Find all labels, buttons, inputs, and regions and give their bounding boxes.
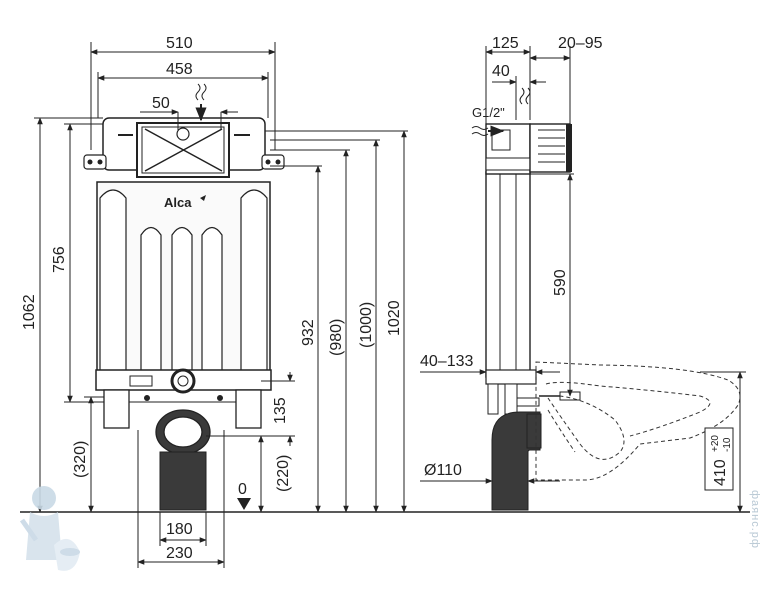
dim-756: 756	[51, 246, 68, 273]
dim-40-133: 40–133	[420, 353, 473, 370]
dim-20-95: 20–95	[558, 35, 603, 52]
dim-135: 135	[272, 397, 289, 424]
dim-50: 50	[152, 95, 170, 112]
dim-980: (980)	[328, 319, 345, 356]
left-leg	[103, 389, 130, 429]
right-lug	[261, 154, 285, 170]
dim-1000: (1000)	[358, 302, 375, 348]
dim-125: 125	[492, 35, 519, 52]
side-frame-post	[485, 171, 531, 378]
right-leg	[235, 389, 262, 429]
dim-410: 410	[712, 459, 729, 486]
dim-320: (320)	[72, 441, 89, 478]
dim-410-box	[704, 427, 734, 491]
dim-230: 230	[166, 545, 193, 562]
dim-220: (220)	[275, 455, 292, 492]
drain-pipe	[159, 451, 207, 511]
dim-d110: Ø110	[424, 462, 462, 479]
toilet-bowl-outline	[535, 361, 741, 481]
dim-590: 590	[552, 269, 569, 296]
dim-1062: 1062	[21, 294, 38, 330]
dim-410-tol-down: -10	[722, 437, 733, 452]
brand-label: Alca	[164, 195, 192, 210]
side-flush-box	[529, 123, 571, 173]
left-lug	[83, 154, 107, 170]
label-g12: G1/2"	[472, 105, 505, 120]
dim-410-tol-up: +20	[710, 435, 721, 452]
cistern-panel	[99, 189, 127, 373]
watermark-logo	[19, 486, 80, 571]
dim-932: 932	[300, 319, 317, 346]
front-view: Alca 510 458 50	[21, 35, 408, 568]
side-view: G1/2" 125 20–95 40 590	[420, 35, 746, 513]
floor-zero-label: 0	[238, 481, 247, 498]
floor-marker	[237, 498, 251, 510]
dim-458: 458	[166, 61, 193, 78]
dim-510: 510	[166, 35, 193, 52]
watermark-text: фаянс.рф	[749, 490, 761, 549]
dim-1020: 1020	[386, 300, 403, 336]
dim-180: 180	[166, 521, 193, 538]
dim-40: 40	[492, 63, 510, 80]
